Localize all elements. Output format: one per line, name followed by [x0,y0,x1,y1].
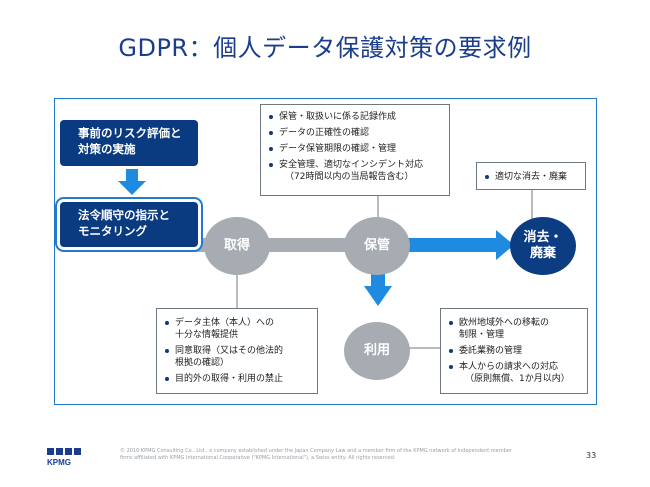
acquire-item-cont: 根拠の確認） [175,358,230,368]
node-use-label: 利用 [363,343,390,358]
use-item: 委託業務の管理 [447,345,581,357]
store-item: 安全管理、適切なインシデント対応 [267,159,443,171]
acquire-item: 目的外の取得・利用の禁止 [163,373,311,385]
flow-pipe-blue [380,238,500,252]
arrow-to-use [364,286,392,306]
store-item: データ保管期限の確認・管理 [267,143,443,155]
node-store: 保管 [344,217,410,275]
arrow-left-boxes [118,181,146,195]
compliance-box: 法令順守の指示と モニタリング [60,202,198,247]
logo-text: KPMG [47,458,71,467]
risk-assessment-line1: 事前のリスク評価と [78,126,182,140]
kpmg-logo: KPMG [47,448,81,467]
compliance-line1: 法令順守の指示と [78,208,170,222]
node-acquire: 取得 [204,217,270,275]
callout-erase: 適切な消去・廃棄 [476,162,586,190]
node-erase-label1: 消去・ [523,230,563,245]
store-item: 保管・取扱いに係る記録作成 [267,111,443,123]
footer-copyright: © 2016 KPMG Consulting Co., Ltd., a comp… [120,448,512,461]
arrow-to-erase [496,230,514,260]
risk-assessment-line2: 対策の実施 [78,142,136,156]
node-erase: 消去・ 廃棄 [510,217,576,275]
acquire-item: データ主体（本人）への [163,317,311,329]
diagram-frame [54,98,597,405]
use-item-cont: 制限・管理 [459,330,505,340]
erase-item: 適切な消去・廃棄 [483,171,579,183]
node-store-label: 保管 [363,238,390,253]
node-use: 利用 [344,322,410,380]
acquire-item-cont: 十分な情報提供 [175,330,239,340]
use-item-cont: （原則無償、1か月以内） [465,374,570,384]
risk-assessment-box: 事前のリスク評価と 対策の実施 [60,120,198,166]
node-erase-label2: 廃棄 [529,246,556,261]
acquire-item: 同意取得（又はその他法的 [163,345,311,357]
store-item-cont: （72時間以内の当局報告含む） [285,172,414,182]
use-item: 欧州地域外への移転の [447,317,581,329]
compliance-line2: モニタリング [78,224,147,238]
page-title: GDPR：個人データ保護対策の要求例 [118,34,532,62]
page-number: 33 [586,451,597,460]
use-item: 本人からの請求への対応 [447,361,581,373]
callout-acquire: データ主体（本人）への 十分な情報提供 同意取得（又はその他法的 根拠の確認） … [156,308,318,394]
flow-pipe-left [126,169,138,183]
callout-use: 欧州地域外への移転の 制限・管理 委託業務の管理 本人からの請求への対応 （原則… [440,308,588,394]
store-item: データの正確性の確認 [267,127,443,139]
callout-store: 保管・取扱いに係る記録作成 データの正確性の確認 データ保管期限の確認・管理 安… [260,104,450,196]
node-acquire-label: 取得 [223,238,250,253]
